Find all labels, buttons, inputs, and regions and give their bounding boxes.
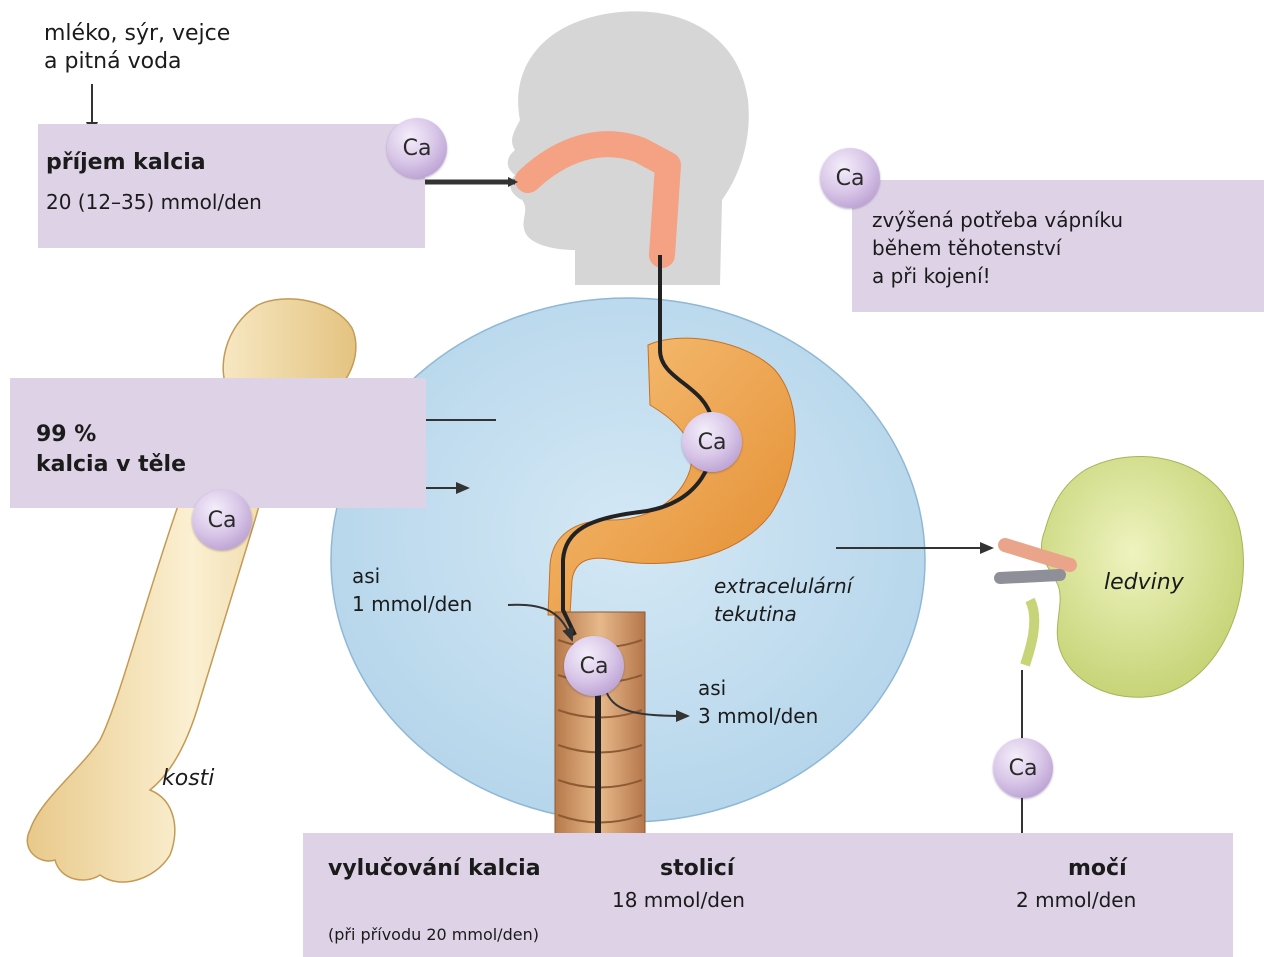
pregnancy-note-line3: a při kojení! — [872, 262, 1123, 290]
intake-sources-line1: mléko, sýr, vejce — [44, 20, 230, 48]
pregnancy-note: zvýšená potřeba vápníku během těhotenstv… — [872, 206, 1123, 290]
calcium-ball-intestine: Ca — [564, 636, 624, 696]
intake-amount: 20 (12–35) mmol/den — [46, 190, 262, 214]
calcium-ball-intake: Ca — [387, 118, 447, 178]
kidney-label: ledviny — [1104, 570, 1184, 595]
urine-amount: 2 mmol/den — [1016, 888, 1136, 912]
bone-percent-line2: kalcia v těle — [36, 450, 186, 480]
pregnancy-note-line1: zvýšená potřeba vápníku — [872, 206, 1123, 234]
calcium-ball-urine: Ca — [993, 738, 1053, 798]
renal-vein — [1000, 575, 1060, 578]
ureter — [1025, 600, 1034, 665]
intake-sources: mléko, sýr, vejce a pitná voda — [44, 20, 230, 76]
secretion-line2: 1 mmol/den — [352, 590, 472, 618]
ecf-label-line2: tekutina — [714, 600, 852, 628]
intake-panel — [38, 124, 425, 248]
pregnancy-note-line2: během těhotenství — [872, 234, 1123, 262]
stool-amount: 18 mmol/den — [612, 888, 745, 912]
intake-sources-line2: a pitná voda — [44, 48, 230, 76]
stool-label: stolicí — [660, 856, 734, 881]
calcium-ball-stomach: Ca — [682, 412, 742, 472]
bone-percent: 99 % kalcia v těle — [36, 420, 186, 480]
excretion-note: (při přívodu 20 mmol/den) — [328, 925, 539, 944]
absorption-line2: 3 mmol/den — [698, 702, 818, 730]
absorption-label: asi 3 mmol/den — [698, 674, 818, 730]
bone-label: kosti — [162, 766, 214, 791]
ecf-label: extracelulární tekutina — [714, 572, 852, 628]
calcium-ball-bone: Ca — [192, 490, 252, 550]
secretion-label: asi 1 mmol/den — [352, 562, 472, 618]
calcium-ball-pregnancy: Ca — [820, 148, 880, 208]
secretion-line1: asi — [352, 562, 472, 590]
ecf-label-line1: extracelulární — [714, 572, 852, 600]
excretion-title: vylučování kalcia — [328, 856, 541, 881]
bone-percent-line1: 99 % — [36, 420, 186, 450]
absorption-line1: asi — [698, 674, 818, 702]
urine-label: močí — [1068, 856, 1127, 881]
intake-title: příjem kalcia — [46, 150, 206, 175]
